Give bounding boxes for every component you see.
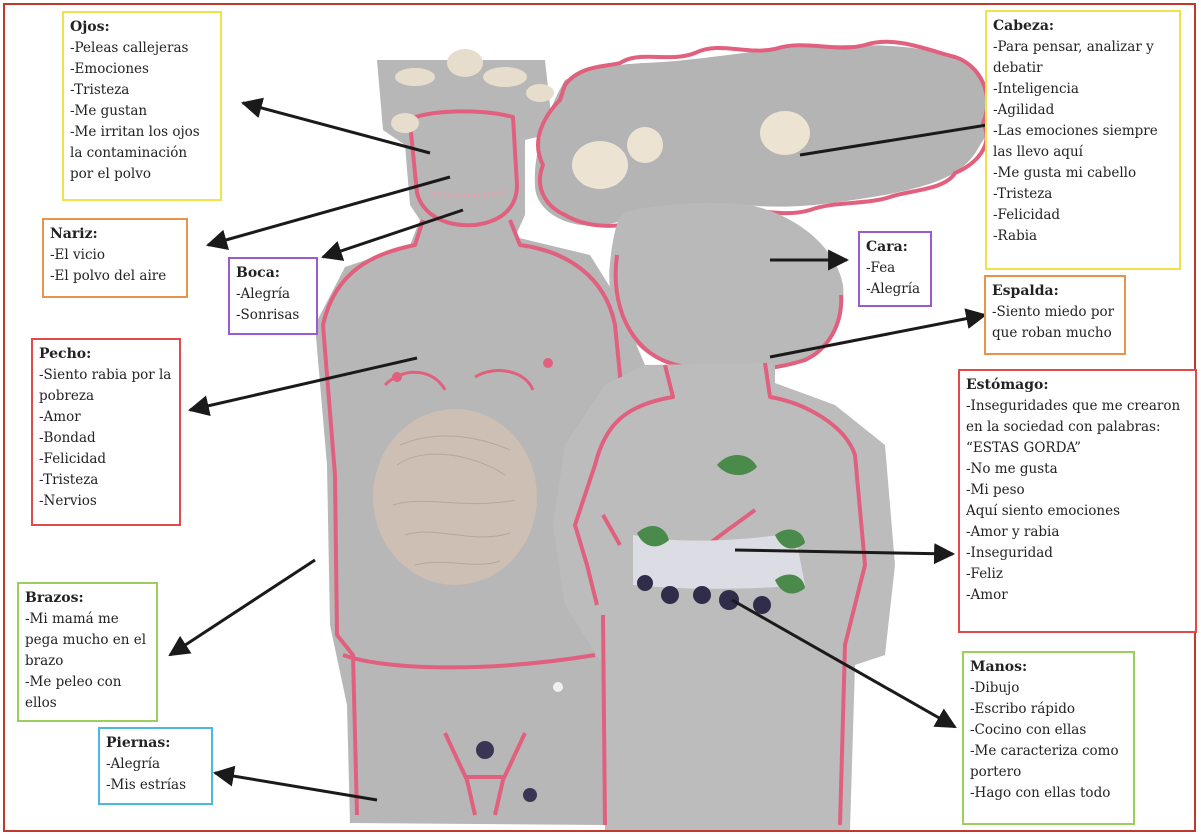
- label-title: Brazos:: [25, 588, 150, 609]
- label-item: -Siento miedo por que roban mucho: [992, 302, 1118, 344]
- belly-patch: [373, 409, 537, 585]
- label-item: -Inteligencia: [993, 79, 1173, 100]
- hip-dot: [553, 682, 563, 692]
- label-item: -Tristeza: [39, 470, 173, 491]
- label-item: -Mis estrías: [106, 775, 205, 796]
- label-item: -Me gustan: [70, 101, 214, 122]
- right-body-figure: [535, 42, 991, 830]
- label-item: -Tristeza: [993, 184, 1173, 205]
- label-item: -Mi mamá me pega mucho en el brazo: [25, 609, 150, 672]
- label-box-boca: Boca: -Alegría -Sonrisas: [228, 257, 318, 335]
- label-item: -Emociones: [70, 59, 214, 80]
- label-item: -No me gusta: [966, 459, 1189, 480]
- label-item: -Agilidad: [993, 100, 1173, 121]
- arrow-nariz: [208, 177, 450, 245]
- label-box-piernas: Piernas: -Alegría -Mis estrías: [98, 727, 213, 805]
- label-title: Cabeza:: [993, 16, 1173, 37]
- label-item: -Tristeza: [70, 80, 214, 101]
- label-title: Espalda:: [992, 281, 1118, 302]
- label-item: -Sonrisas: [236, 305, 310, 326]
- label-item: -Me gusta mi cabello: [993, 163, 1173, 184]
- label-box-manos: Manos: -Dibujo -Escribo rápido -Cocino c…: [962, 651, 1135, 825]
- label-item: -Peleas callejeras: [70, 38, 214, 59]
- label-item: -Feliz: [966, 564, 1189, 585]
- label-item: -Siento rabia por la pobreza: [39, 365, 173, 407]
- label-title: Estómago:: [966, 375, 1189, 396]
- label-item: -Me irritan los ojos la contaminación po…: [70, 122, 214, 185]
- label-title: Nariz:: [50, 224, 180, 245]
- label-item: -Inseguridad: [966, 543, 1189, 564]
- label-box-espalda: Espalda: -Siento miedo por que roban muc…: [984, 275, 1126, 355]
- label-item: -Amor: [39, 407, 173, 428]
- label-item: -Nervios: [39, 491, 173, 512]
- label-title: Cara:: [866, 237, 924, 258]
- label-box-ojos: Ojos: -Peleas callejeras -Emociones -Tri…: [62, 11, 222, 201]
- label-item: -Las emociones siempre las llevo aquí: [993, 121, 1173, 163]
- label-item: -Dibujo: [970, 678, 1127, 699]
- label-item: Aquí siento emociones: [966, 501, 1189, 522]
- label-box-cabeza: Cabeza: -Para pensar, analizar y debatir…: [985, 10, 1181, 270]
- label-title: Piernas:: [106, 733, 205, 754]
- label-item: -Alegría: [866, 279, 924, 300]
- right-nipple: [543, 358, 553, 368]
- label-title: Manos:: [970, 657, 1127, 678]
- label-box-cara: Cara: -Fea -Alegría: [858, 231, 932, 307]
- label-item: -Me peleo con ellos: [25, 672, 150, 714]
- label-item: -Mi peso: [966, 480, 1189, 501]
- label-item: -Cocino con ellas: [970, 720, 1127, 741]
- label-title: Boca:: [236, 263, 310, 284]
- label-box-brazos: Brazos: -Mi mamá me pega mucho en el bra…: [17, 582, 158, 722]
- label-item: -Escribo rápido: [970, 699, 1127, 720]
- label-item: -Me caracteriza como portero: [970, 741, 1127, 783]
- label-item: -Felicidad: [993, 205, 1173, 226]
- arrow-brazos: [170, 560, 315, 655]
- label-item: -Fea: [866, 258, 924, 279]
- label-box-nariz: Nariz: -El vicio -El polvo del aire: [42, 218, 188, 298]
- label-item: -El vicio: [50, 245, 180, 266]
- label-box-estomago: Estómago: -Inseguridades que me crearon …: [958, 369, 1197, 633]
- label-title: Ojos:: [70, 17, 214, 38]
- label-item: -Inseguridades que me crearon en la soci…: [966, 396, 1189, 459]
- label-item: -Bondad: [39, 428, 173, 449]
- label-item: -Felicidad: [39, 449, 173, 470]
- label-box-pecho: Pecho: -Siento rabia por la pobreza -Amo…: [31, 338, 181, 526]
- label-item: -Rabia: [993, 226, 1173, 247]
- label-item: -Para pensar, analizar y debatir: [993, 37, 1173, 79]
- label-item: -El polvo del aire: [50, 266, 180, 287]
- diagram-frame: Ojos: -Peleas callejeras -Emociones -Tri…: [3, 3, 1196, 832]
- label-item: -Amor: [966, 585, 1189, 606]
- left-nipple: [392, 372, 402, 382]
- label-item: -Hago con ellas todo: [970, 783, 1127, 804]
- label-title: Pecho:: [39, 344, 173, 365]
- label-item: -Amor y rabia: [966, 522, 1189, 543]
- label-item: -Alegría: [106, 754, 205, 775]
- label-item: -Alegría: [236, 284, 310, 305]
